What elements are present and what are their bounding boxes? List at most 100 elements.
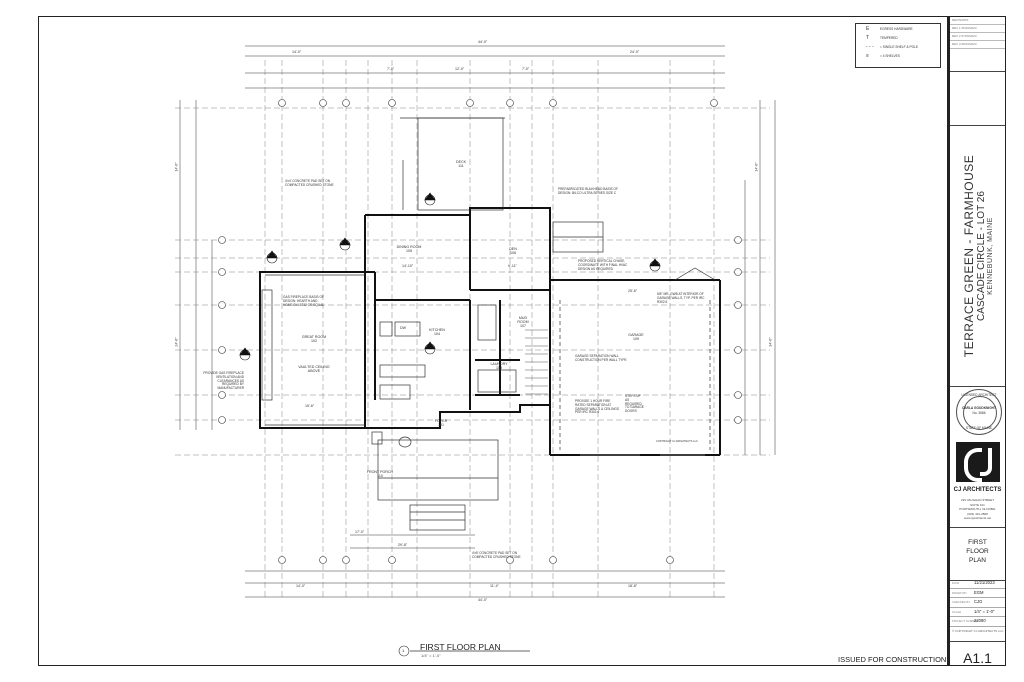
room-label-garage: GARAGE 109	[622, 333, 650, 341]
note-copyright-plan: COPYRIGHT CJ ARCHITECTS LLC	[656, 440, 698, 443]
info-key: PROJECT NUMBER	[952, 619, 978, 623]
dim-right-34: 34'-0"	[768, 337, 773, 347]
room-name: FOYER	[434, 419, 448, 423]
room-name: DECK	[456, 160, 466, 164]
symbol-legend: E EGRESS HARDWARE T TEMPERED - - - = SIN…	[855, 23, 941, 68]
project-location: KENNEBUNK, MAINE	[986, 217, 994, 295]
dim-bottom-29: 29'-8"	[398, 543, 408, 547]
legend-text: = 4 SHELVES	[880, 54, 900, 58]
dishwasher-label: DW	[400, 326, 406, 330]
seal-top-text: LICENSED ARCHITECT	[961, 393, 997, 397]
note-concrete-pad-deck: 4'x4' CONCRETE PAD SET ON COMPACTED CRUS…	[285, 179, 334, 187]
firm-address-line: (603) 431-2808	[967, 511, 988, 516]
drawing-title: FIRST FLOOR PLAN	[420, 642, 501, 652]
room-number: 111	[458, 164, 464, 169]
revision-entry: REV 2 07/05/2023	[950, 33, 1005, 41]
revisions-block: REVISIONS REV 1 05/26/2023 REV 2 07/05/2…	[950, 17, 1005, 72]
title-block: REVISIONS REV 1 05/26/2023 REV 2 07/05/2…	[948, 16, 1006, 666]
room-name: DINING ROOM	[396, 245, 422, 249]
firm-address: 233 VAUGHAN STREET SUITE 101 PORTSMOUTH,…	[950, 498, 1005, 521]
project-name: TERRACE GREEN - FARMHOUSE	[961, 154, 976, 358]
architect-seal: LICENSED ARCHITECT CARLA GOODKNIGHT No. …	[956, 389, 1002, 435]
firm-address-line: 233 VAUGHAN STREET	[960, 498, 995, 502]
room-label-mud-room: MUD ROOM 107	[514, 316, 532, 329]
room-name: LAUNDRY	[490, 362, 508, 366]
room-number: 110	[377, 474, 383, 479]
info-row: PROJECT NUMBER 22080	[950, 617, 1005, 627]
firm-address-line: SUITE 101	[970, 502, 985, 507]
note-fire-rated: PROVIDE 1 HOUR FIRE RATED SEPARATION AT …	[575, 399, 619, 415]
room-label-great-room: GREAT ROOM 102	[300, 335, 328, 343]
info-row: CHECKED BY CJG	[950, 598, 1005, 608]
sheet-title-line: PLAN	[969, 557, 986, 564]
sheet-info-table: DATE 11/21/2023 DRAWN BY EGM CHECKED BY …	[950, 579, 1005, 627]
dim-overall-bottom: 44'-0"	[478, 598, 488, 602]
note-concrete-pad-porch: 4'x5' CONCRETE PAD SET ON COMPACTED CRUS…	[472, 551, 521, 559]
dim-left-24: 24'-0"	[174, 337, 179, 347]
room-label-foyer: FOYER 101	[432, 419, 450, 427]
legend-text: EGRESS HARDWARE	[880, 27, 913, 31]
info-value: EGM	[974, 589, 984, 595]
note-garage-gwb: 5/8" MR. GWB AT INTERIOR OF GARAGE WALLS…	[657, 292, 705, 304]
drawing-number: 1	[402, 648, 405, 653]
revision-entry: REV 1 05/26/2023	[950, 25, 1005, 33]
dim-top-12: 12'-0"	[455, 67, 465, 71]
dim-bottom-17: 17'-0"	[355, 530, 365, 534]
logo-c-mark	[964, 448, 982, 482]
room-name: MUD ROOM	[517, 316, 529, 325]
room-number: 106	[510, 251, 516, 256]
info-key: DATE	[952, 581, 960, 585]
note-garage-separation: GARAGE SEPARATION WALL CONSTRUCTION PER …	[575, 354, 627, 362]
room-name: DEN	[509, 247, 517, 251]
room-label-front-porch: FRONT PORCH 110	[365, 470, 395, 478]
logo-j-mark	[980, 448, 992, 476]
info-value: 1/4" = 1'-0"	[974, 608, 995, 614]
room-number: 101	[438, 423, 444, 428]
firm-address-line: www.cjarchitects.net	[963, 516, 992, 520]
dim-bottom-11: 11'-4"	[490, 584, 499, 588]
room-label-laundry: LAUNDRY 108	[488, 362, 510, 370]
legend-symbol: E	[866, 26, 870, 32]
room-label-dining: DINING ROOM 105	[395, 245, 423, 253]
room-label-deck: DECK 111	[448, 160, 474, 168]
firm-address-line: PORTSMOUTH, NH 03801	[959, 507, 996, 511]
note-steps-garage: STEPS UP AS REQUIRED TO GARAGE DOORS	[625, 394, 644, 414]
firm-name: CJ ARCHITECTS	[953, 487, 1002, 493]
legend-symbol: ≡	[866, 53, 869, 59]
drawing-sheet-border	[38, 16, 948, 666]
dim-top-7a: 7'-0"	[387, 67, 395, 71]
room-name: FRONT PORCH	[366, 470, 394, 474]
room-number: 109	[633, 337, 639, 342]
info-value: 22080	[974, 618, 986, 623]
info-row: DRAWN BY EGM	[950, 589, 1005, 598]
room-number: 107	[520, 324, 526, 329]
legend-symbol: - - -	[866, 44, 874, 50]
room-name: GREAT ROOM	[301, 335, 327, 339]
seal-state: STATE OF MAINE	[965, 426, 993, 430]
info-row: DATE 11/21/2023	[950, 579, 1005, 589]
dim-left-14: 14'-0"	[174, 162, 179, 172]
legend-text: = SINGLE SHELF & POLE	[880, 45, 918, 49]
dim-right-14: 14'-0"	[754, 162, 759, 172]
dim-top-7b: 7'-0"	[522, 67, 530, 71]
firm-logo	[956, 442, 1000, 482]
legend-row: - - - = SINGLE SHELF & POLE	[856, 42, 940, 51]
dim-dining-width: 14'-10"	[402, 264, 414, 268]
titleblock-copyright: © COPYRIGHT CJ ARCHITECTS LLC	[952, 629, 1004, 633]
dim-top-24: 24'-0"	[630, 50, 640, 54]
info-value: 11/21/2023	[974, 580, 995, 585]
dim-great-room-width: 15'-6"	[305, 404, 315, 408]
legend-row: E EGRESS HARDWARE	[856, 24, 940, 33]
info-key: SCALE	[952, 609, 962, 614]
legend-row: T TEMPERED	[856, 33, 940, 42]
info-row: SCALE 1/4" = 1'-0"	[950, 608, 1005, 617]
seal-name: CARLA GOODKNIGHT	[962, 406, 996, 410]
issued-for-construction: ISSUED FOR CONSTRUCTION	[838, 655, 947, 664]
room-number: 108	[496, 366, 502, 371]
room-number: 102	[311, 339, 317, 344]
info-key: DRAWN BY	[952, 590, 967, 595]
legend-symbol: T	[866, 35, 870, 41]
revision-entry: REV 3 08/15/2023	[950, 41, 1005, 49]
sheet-title-line: FIRST	[968, 539, 987, 546]
